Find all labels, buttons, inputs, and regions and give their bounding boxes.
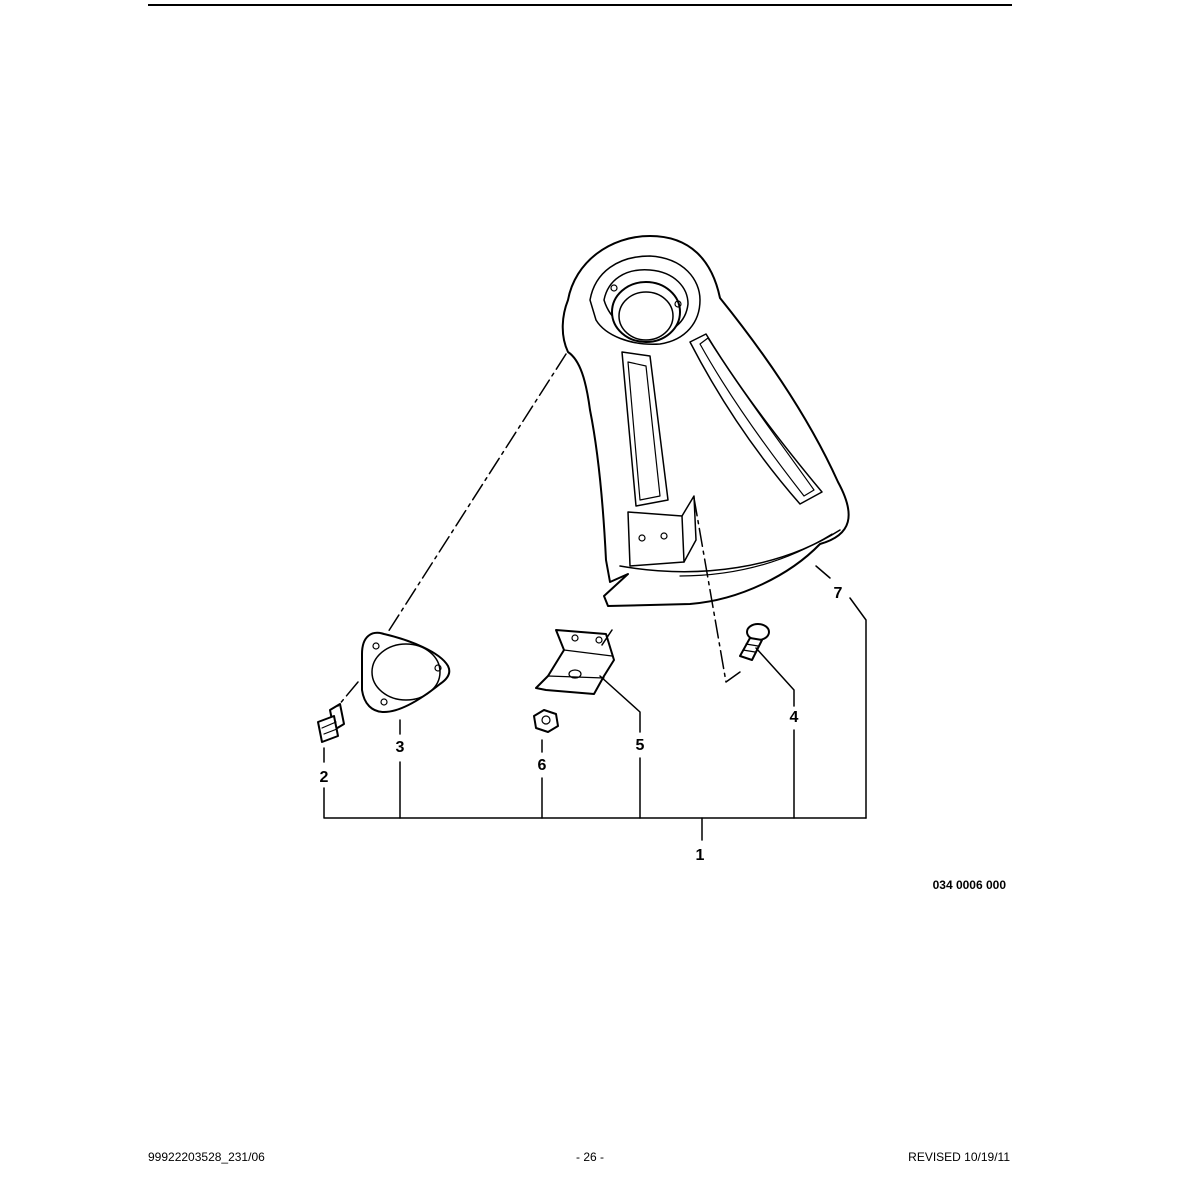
callout-3: 3	[396, 739, 405, 756]
callout-6: 6	[538, 757, 547, 774]
callout-1: 1	[696, 847, 705, 864]
leader-lines	[323, 565, 867, 841]
nut-part	[533, 709, 559, 733]
triangular-plate-part	[361, 631, 451, 713]
footer-page-number: - 26 -	[575, 1150, 604, 1164]
footer-doc-id: 99922203528_231/06	[148, 1150, 265, 1164]
callout-4: 4	[790, 709, 799, 726]
bolt-with-washer-part	[739, 623, 770, 661]
callout-7: 7	[834, 585, 843, 602]
exploded-lines	[337, 353, 741, 707]
top-rule	[148, 4, 1012, 6]
callout-2: 2	[320, 769, 329, 786]
figure-code: 034 0006 000	[932, 878, 1006, 892]
callout-5: 5	[636, 737, 645, 754]
blade-guard-part	[561, 235, 850, 607]
footer-revised-date: REVISED 10/19/11	[908, 1150, 1010, 1164]
screw-part	[317, 703, 345, 743]
bracket-part	[535, 629, 615, 695]
